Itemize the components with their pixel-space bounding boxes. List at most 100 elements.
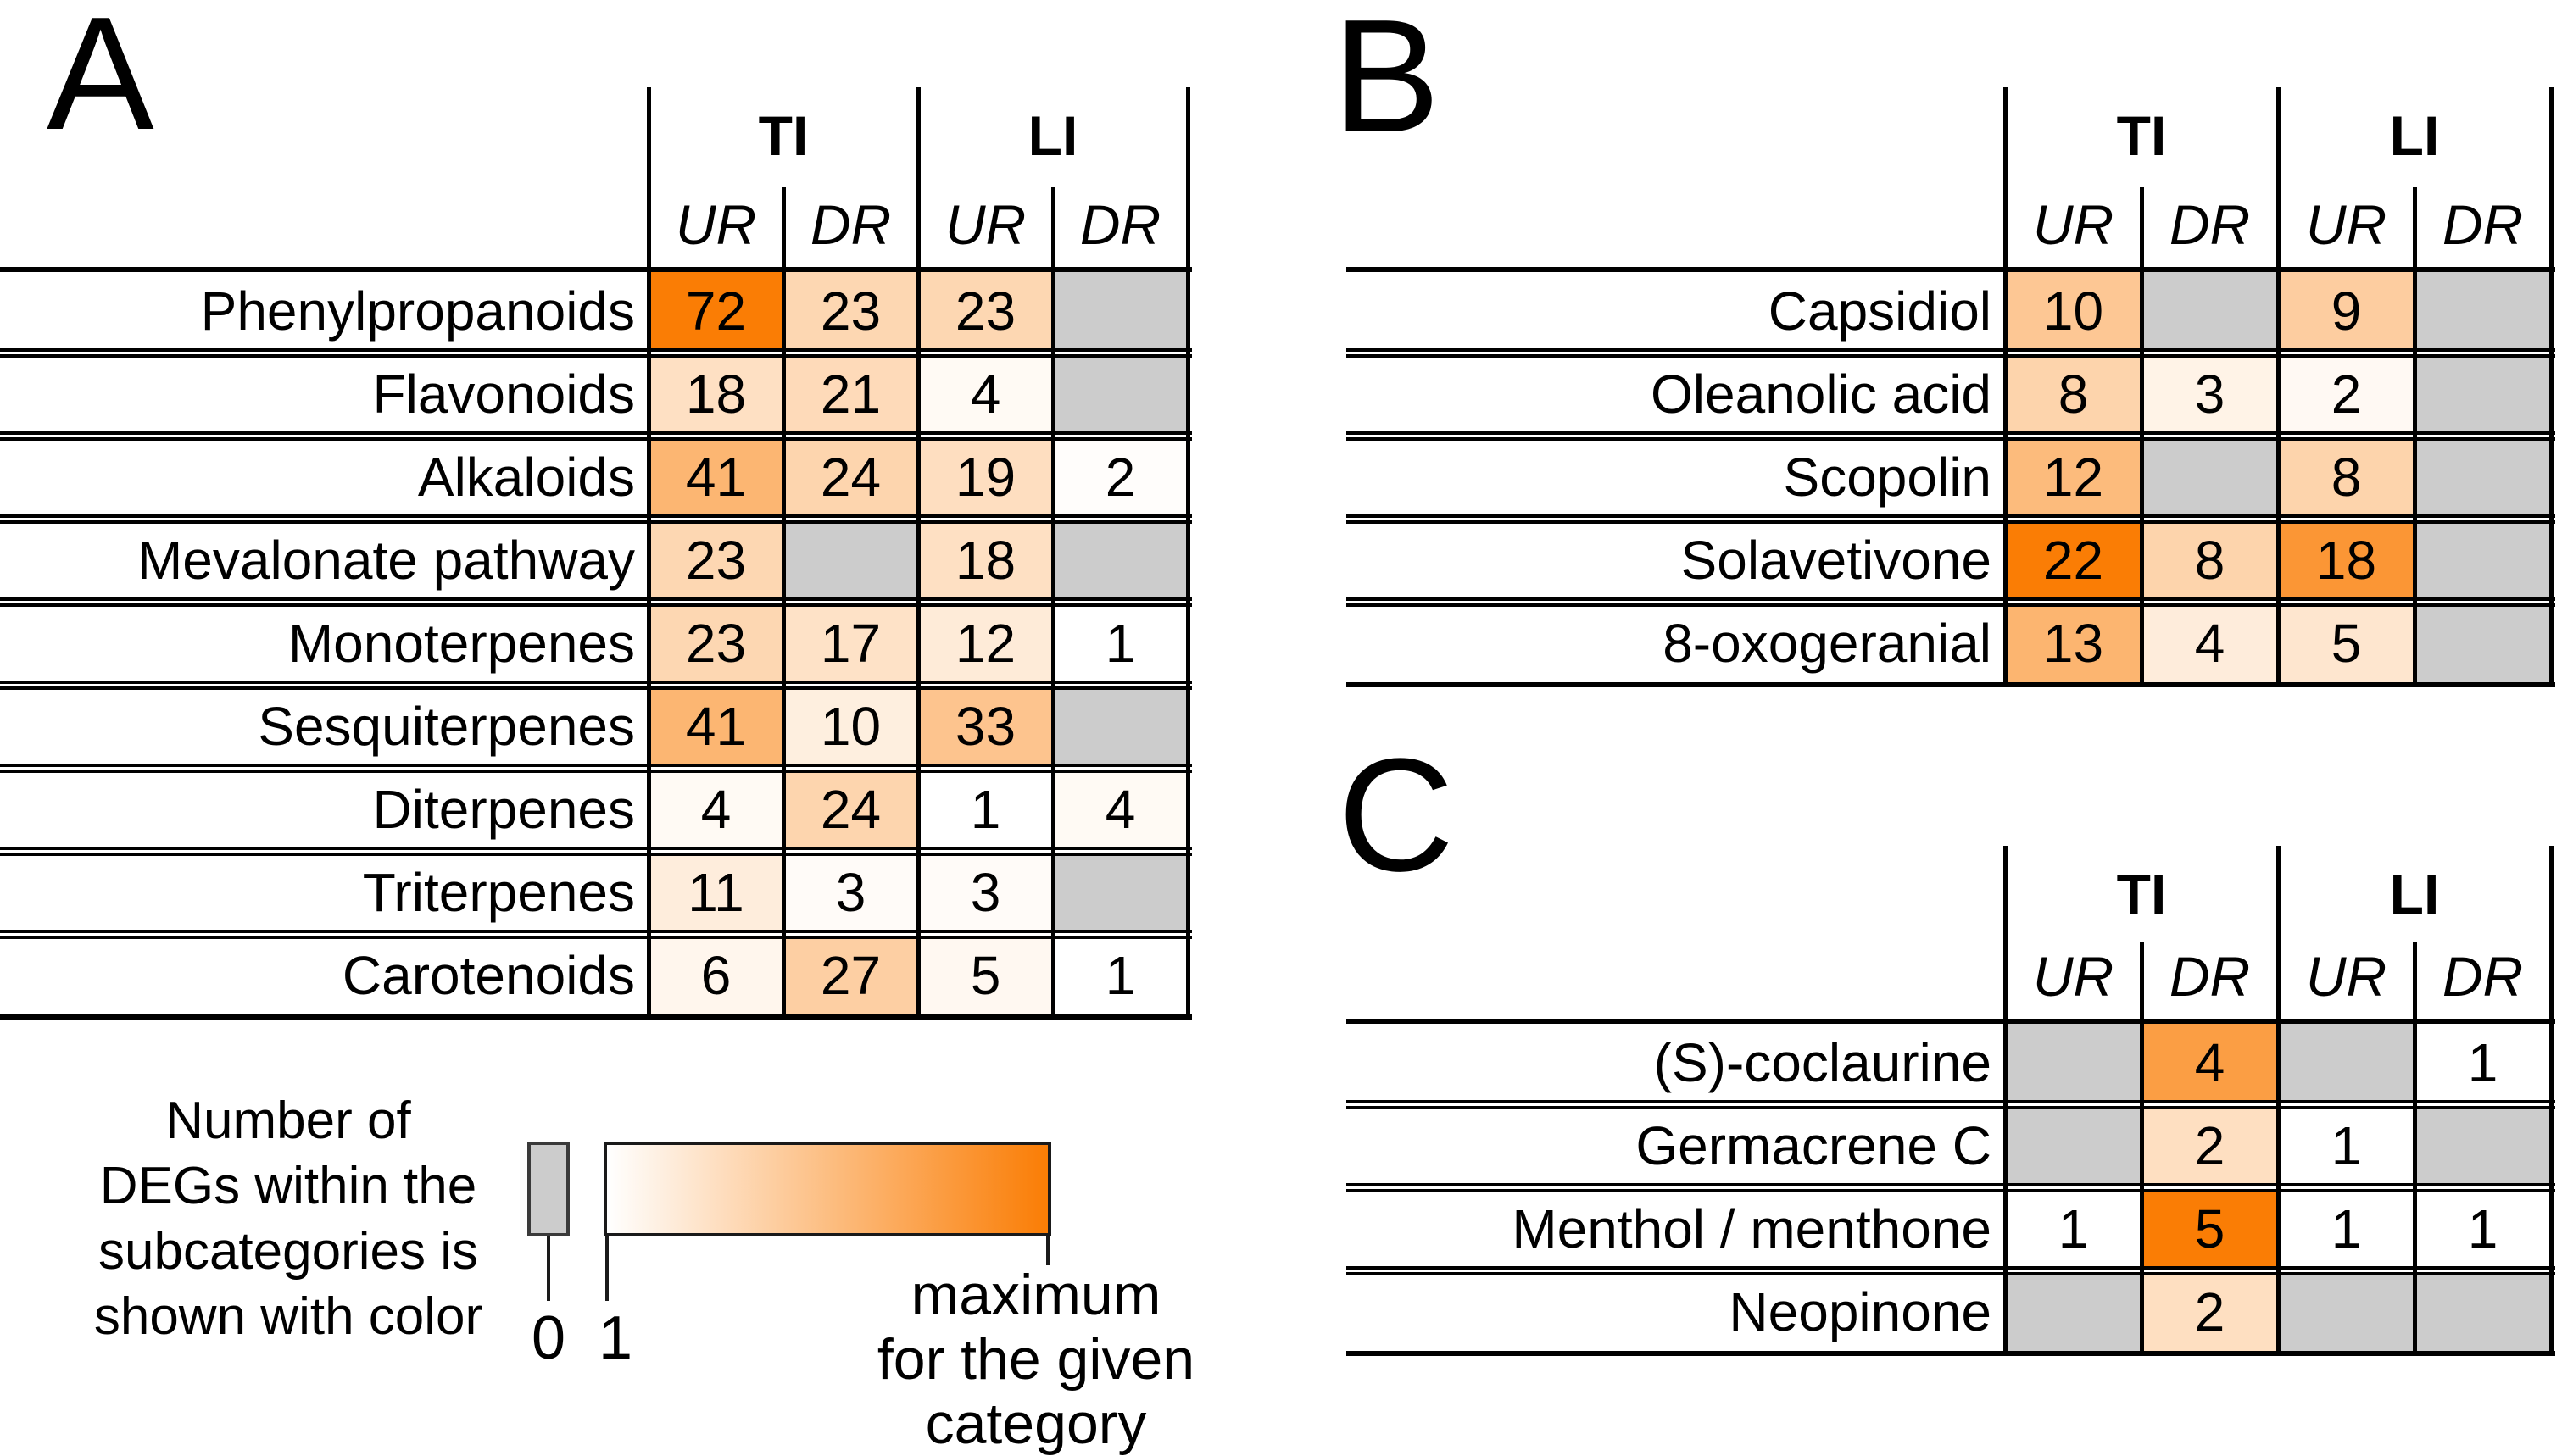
heat-cell [2414,1270,2551,1353]
row-label: Monoterpenes [287,613,635,674]
table-horizontal-line [1346,597,2555,607]
panel-label-b: B [1333,0,1440,166]
heat-cell: 2 [2141,1270,2278,1353]
heat-cell: 33 [918,685,1053,768]
row-label: Capsidiol [1768,281,1991,342]
row-label: Neopinone [1729,1281,1991,1342]
heat-cell: 23 [649,602,783,685]
column-group-label-ti: TI [2116,863,2167,925]
column-subheader-dr-1: DR [2169,945,2251,1008]
heat-cell: 1 [1053,602,1188,685]
table-vertical-line [2003,846,2008,1353]
row-label: Alkaloids [417,447,635,508]
legend-max-label-line: maximum [911,1263,1161,1327]
heat-cell: 2 [1053,436,1188,519]
heat-cell [2005,1104,2141,1187]
heat-cell: 10 [783,685,918,768]
table-horizontal-line [1346,1019,2555,1024]
heat-cell: 8 [2141,519,2278,602]
legend-max-label-line: category [925,1392,1147,1456]
table-horizontal-line [0,847,1192,856]
legend-zero-tick [547,1236,550,1301]
heat-cell: 1 [2278,1187,2414,1270]
heat-cell: 21 [783,353,918,436]
heat-cell: 41 [649,436,783,519]
table-horizontal-line [0,681,1192,690]
heat-cell: 23 [918,270,1053,353]
column-group-label-li: LI [2389,863,2440,925]
column-subheader-ur-2: UR [2305,193,2387,256]
heat-cell: 12 [2005,436,2141,519]
legend-gradient-bar [604,1142,1051,1236]
legend-description-line: Number of [165,1092,411,1150]
heat-cell: 18 [649,353,783,436]
table-horizontal-line [1346,1183,2555,1192]
column-subheader-dr-3: DR [2442,193,2524,256]
heat-cell: 3 [783,851,918,934]
heat-cell: 1 [1053,934,1188,1017]
table-horizontal-line [1346,1351,2555,1356]
heat-cell [1053,519,1188,602]
row-label: 8-oxogeranial [1663,613,1991,674]
heat-cell [2414,353,2551,436]
heat-cell: 17 [783,602,918,685]
heat-cell: 5 [2278,602,2414,685]
row-label: Germacrene C [1635,1115,1991,1176]
column-group-label-li: LI [2389,104,2440,167]
heat-cell: 3 [2141,353,2278,436]
heat-cell: 23 [783,270,918,353]
heat-cell [2005,1021,2141,1104]
row-label: Diterpenes [372,779,636,840]
table-vertical-line [1051,187,1055,1017]
heat-cell: 4 [649,768,783,851]
heat-cell: 1 [2005,1187,2141,1270]
panel-label-a: A [47,0,154,164]
table-vertical-line [2003,87,2008,685]
table-vertical-line [782,187,786,1017]
heat-cell: 3 [918,851,1053,934]
heat-cell: 9 [2278,270,2414,353]
panel-label-c: C [1338,725,1455,905]
table-horizontal-line [1346,682,2555,687]
heat-cell [1053,851,1188,934]
heat-cell: 1 [2414,1021,2551,1104]
legend-one-tick [605,1236,609,1301]
heat-cell: 13 [2005,602,2141,685]
heat-cell: 11 [649,851,783,934]
row-label: Triterpenes [362,862,635,923]
heat-cell: 41 [649,685,783,768]
row-label: Scopolin [1783,447,1992,508]
row-label: Sesquiterpenes [258,696,635,757]
heat-cell: 18 [2278,519,2414,602]
heat-cell [2141,436,2278,519]
column-subheader-ur-0: UR [2032,193,2114,256]
heat-cell: 4 [2141,602,2278,685]
table-horizontal-line [0,348,1192,358]
legend-max-tick [1046,1236,1050,1265]
column-subheader-ur-2: UR [2305,945,2387,1008]
column-subheader-ur-0: UR [2032,945,2114,1008]
table-horizontal-line [0,764,1192,773]
heat-cell: 12 [918,602,1053,685]
heat-cell: 2 [2278,353,2414,436]
column-subheader-dr-3: DR [2442,945,2524,1008]
table-vertical-line [2549,846,2554,1353]
heat-cell: 8 [2005,353,2141,436]
table-row: Neopinone 2 [1346,1270,2551,1353]
table-vertical-line [916,87,921,1017]
heat-cell: 5 [918,934,1053,1017]
